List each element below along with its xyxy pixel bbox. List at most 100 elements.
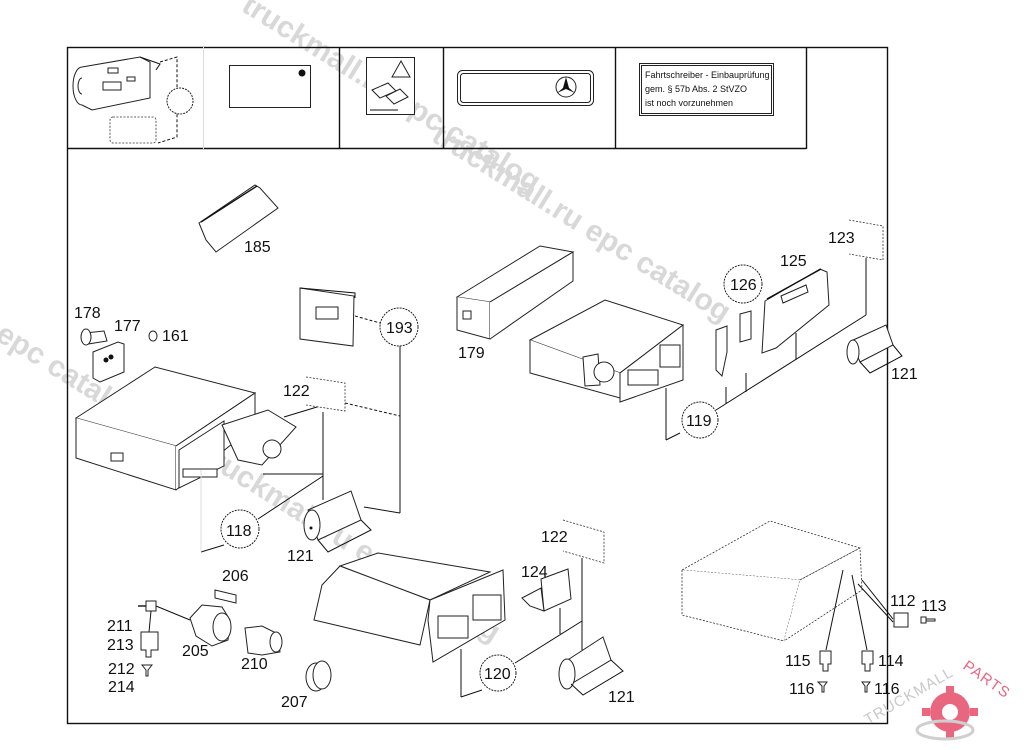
part-number-label: 207 — [281, 694, 308, 711]
part-121-bottom[interactable]: 121 — [558, 636, 635, 706]
callout-circle — [723, 264, 763, 304]
part-number-label: 193 — [386, 320, 413, 337]
part-131[interactable] — [366, 57, 415, 115]
connector-icon — [893, 612, 909, 628]
diagram-frame — [66, 46, 889, 725]
sticker-text: gem. § 57b Abs. 2 StVZO — [645, 84, 747, 94]
callout-circle — [220, 509, 260, 549]
part-123[interactable]: 123 — [828, 219, 884, 315]
part-161[interactable]: 161 — [148, 328, 189, 345]
part-112[interactable]: 112 — [890, 593, 916, 628]
part-119[interactable]: 119 — [528, 299, 867, 441]
part-number-label: 185 — [244, 239, 271, 256]
connector-housing-icon — [861, 650, 874, 672]
part-number-label: 122 — [541, 529, 568, 546]
part-number-label: 177 — [114, 318, 141, 335]
terminal-icon — [816, 681, 828, 693]
part-number-label: 121 — [891, 366, 918, 383]
part-number-label: 116 — [789, 681, 815, 698]
cover-icon — [198, 184, 279, 253]
part-126[interactable]: 126 — [715, 264, 763, 378]
paper-roll-label-icon — [72, 56, 161, 144]
part-185[interactable]: 185 — [198, 184, 279, 256]
part-207[interactable]: 207 — [281, 660, 332, 711]
part-number-label: 214 — [108, 679, 135, 696]
mercedes-star-plate-icon — [457, 70, 594, 106]
terminal-icon — [920, 616, 936, 624]
part-113[interactable]: 113 — [920, 598, 947, 624]
mounting-sleeve-icon — [455, 245, 575, 340]
part-193[interactable]: 193 — [299, 287, 419, 513]
part-178[interactable]: 178 — [74, 305, 108, 346]
part-125[interactable]: 125 — [761, 253, 830, 354]
paper-roll-icon — [846, 324, 903, 374]
tachograph-unit-icon — [528, 299, 685, 403]
part-177[interactable]: 177 — [92, 318, 141, 383]
part-116-left[interactable]: 116 — [789, 681, 828, 698]
part-number-label: 116 — [874, 681, 900, 698]
part-122-lower[interactable]: 122 — [541, 519, 605, 650]
callout-circle — [166, 87, 194, 115]
tachograph-unit-icon — [74, 366, 297, 491]
gear-icon — [915, 686, 978, 741]
part-number-label: 210 — [241, 656, 268, 673]
washer-icon — [148, 330, 158, 342]
part-179[interactable]: 179 — [455, 245, 575, 362]
logo-text: PARTS — [960, 657, 1014, 702]
connector-housing-icon — [819, 650, 832, 672]
part-number-label: 205 — [182, 643, 209, 660]
part-number-label: 178 — [74, 305, 101, 322]
latch-icon — [739, 310, 752, 343]
part-number-label: 113 — [921, 598, 947, 615]
callout-circle — [681, 401, 719, 439]
part-number-label: 212 — [108, 661, 135, 678]
connector-housing-icon — [140, 631, 159, 658]
part-206[interactable]: 206 — [214, 568, 249, 604]
part-number-label: 126 — [730, 277, 757, 294]
callout-circle — [479, 654, 517, 692]
tachograph-rear-view[interactable] — [680, 520, 894, 651]
part-115[interactable]: 115 — [785, 650, 832, 672]
inspection-sticker-icon: Fahrtschreiber - Einbauprüfung gem. § 57… — [639, 63, 774, 116]
part-number-label: 120 — [484, 666, 511, 683]
part-155[interactable]: Fahrtschreiber - Einbauprüfung gem. § 57… — [639, 63, 774, 116]
bracket-icon — [92, 341, 125, 383]
part-number-label: 124 — [521, 564, 548, 581]
part-152[interactable] — [457, 70, 594, 106]
callout-circle — [379, 307, 419, 347]
part-124[interactable]: 124 — [521, 564, 572, 612]
part-number-label: 112 — [890, 593, 916, 610]
part-128[interactable] — [229, 65, 311, 108]
part-210[interactable]: 210 — [241, 625, 283, 673]
part-121-left[interactable]: 121 — [287, 490, 401, 565]
part-120[interactable]: 120 — [313, 552, 583, 698]
part-number-label: 161 — [162, 328, 189, 345]
part-212-214[interactable]: 212 214 — [108, 661, 154, 696]
terminal-icon — [861, 681, 871, 693]
label-with-dot-icon — [229, 65, 311, 108]
part-114[interactable]: 114 — [861, 650, 904, 672]
part-211-213[interactable]: 211 213 — [107, 600, 191, 658]
paper-roll-icon — [558, 636, 624, 696]
label-strip-icon — [562, 519, 605, 564]
sticker-text: Fahrtschreiber - Einbauprüfung — [645, 70, 770, 80]
label-strip-icon — [848, 219, 884, 261]
part-122-upper[interactable]: 122 — [283, 376, 401, 500]
part-116-right[interactable]: 116 — [861, 681, 900, 698]
terminal-icon — [140, 664, 154, 677]
part-number-label: 125 — [780, 253, 807, 270]
part-205[interactable]: 205 — [182, 604, 232, 660]
part-number-label: 179 — [458, 345, 485, 362]
part-127[interactable] — [72, 56, 194, 144]
part-number-label: 114 — [878, 653, 904, 670]
connector-icon — [145, 600, 157, 612]
part-number-label: 119 — [686, 413, 712, 430]
tachograph-unit-icon — [313, 552, 506, 663]
part-number-label: 118 — [226, 523, 252, 540]
part-118[interactable]: 118 — [74, 366, 341, 553]
sticker-text: ist noch vorzunehmen — [645, 98, 733, 108]
label-strip-icon — [305, 376, 346, 412]
part-121-right[interactable]: 121 — [846, 324, 918, 383]
part-number-label: 115 — [785, 653, 811, 670]
part-number-label: 206 — [222, 568, 249, 585]
